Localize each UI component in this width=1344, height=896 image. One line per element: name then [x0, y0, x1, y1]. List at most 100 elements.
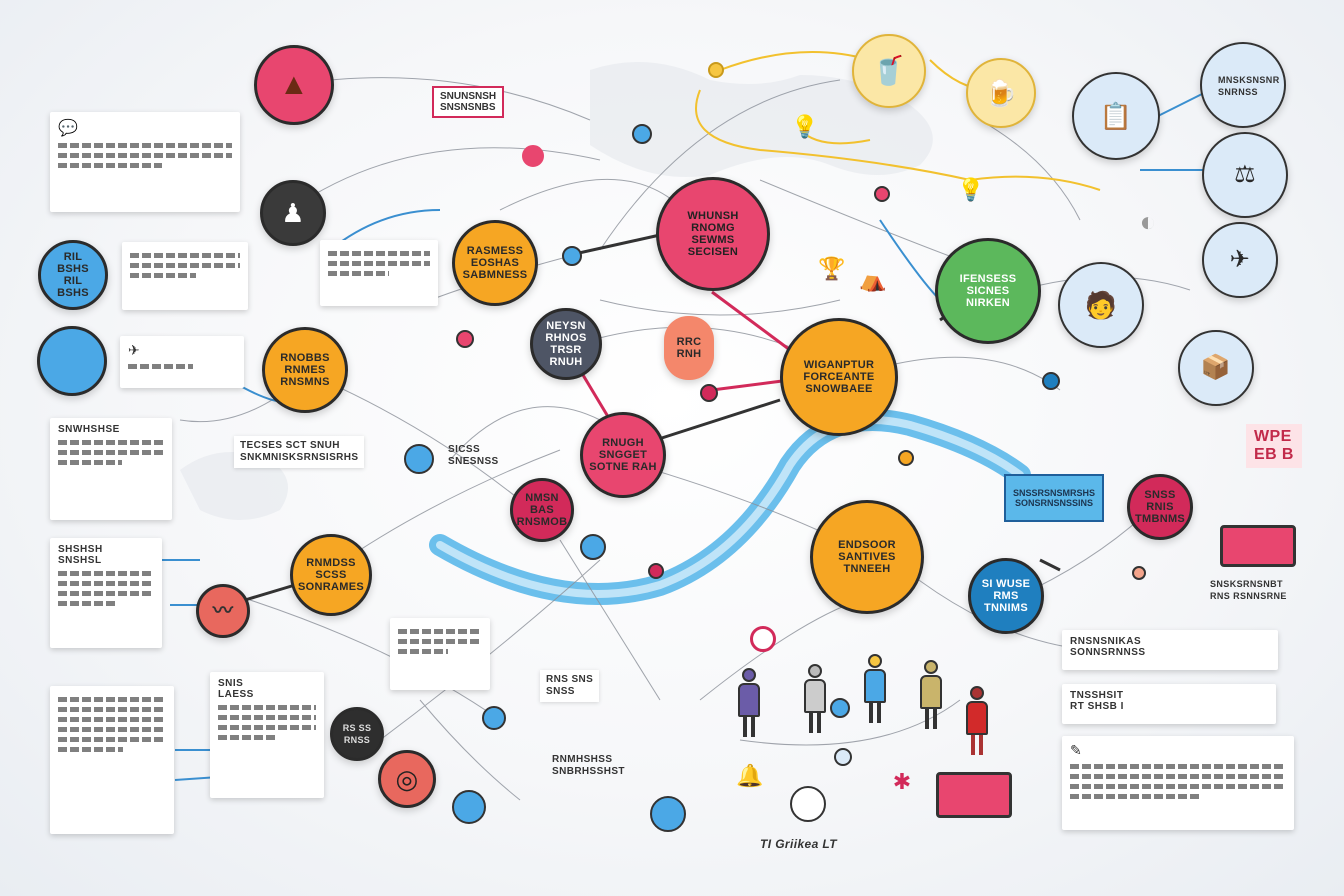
small-label-1: RNS SNS SNSS	[540, 670, 600, 702]
node-rb-5[interactable]: 🧑	[1058, 262, 1144, 348]
card-left-2	[122, 242, 248, 310]
mid-label-1: TECSES SCT SNUH SNKMNISKSRNSISRHS	[234, 436, 365, 468]
dot-4[interactable]	[456, 330, 474, 348]
chat-bubble-icon: 💬	[58, 120, 78, 137]
node-rb-6[interactable]: 📦	[1178, 330, 1254, 406]
person-figure	[966, 686, 988, 755]
bulb-icon: 💡	[791, 114, 819, 139]
bell-icon: 🔔	[736, 763, 764, 788]
node-peach-pill[interactable]: RRC RNH	[664, 316, 714, 380]
tablet-icon	[1218, 524, 1298, 568]
card-right-2-text: TNSSHSIT RT SHSB I	[1070, 690, 1124, 712]
dot-7[interactable]	[898, 450, 914, 466]
person-figure	[920, 660, 942, 729]
card-upper-mid	[320, 240, 438, 306]
scale-icon: ⚖	[1234, 161, 1256, 188]
dot-20[interactable]	[708, 62, 724, 78]
node-center-main[interactable]: WIGANPTUR FORCEANTE SNOWBAEE	[780, 318, 898, 436]
card-lower-left-2: SNIS LAESS	[210, 672, 324, 798]
node-orange-lower[interactable]: ENDSOOR SANTIVES TNNEEH	[810, 500, 924, 614]
card-left-mid: SNWHSHSE	[50, 418, 172, 520]
card-right-3: ✎	[1062, 736, 1294, 830]
puzzle-icon: ✱	[892, 769, 912, 794]
small-label-2: RNMHSHSS SNBRHSSHST	[552, 754, 625, 777]
dot-19[interactable]	[790, 786, 826, 822]
card-left-mid-header: SNWHSHSE	[58, 424, 120, 435]
node-orange-upper[interactable]: RASMESS EOSHAS SABMNESS	[452, 220, 538, 306]
dot-3[interactable]	[562, 246, 582, 266]
node-pink-small[interactable]: NMSN BAS RNSMOB	[510, 478, 574, 542]
node-rb-4[interactable]: ✈	[1202, 222, 1278, 298]
spotlight-icon: ◐	[1139, 206, 1157, 237]
laptop-icon	[934, 760, 1014, 830]
box-icon: 📦	[1200, 354, 1232, 381]
mid-label-2: SICSS SNESNSS	[448, 444, 499, 467]
card-right-2: TNSSHSIT RT SHSB I	[1062, 684, 1276, 724]
node-red-mustache[interactable]: 〰	[196, 584, 250, 638]
card-left-lower-header: SHSHSH SNSHSL	[58, 544, 103, 566]
blue-box[interactable]: SNSSRSNSMRSHS SONSRNSNSSINS	[1004, 474, 1104, 522]
top-tag: SNUNSNSH SNSNSNBS	[432, 86, 505, 118]
dot-11[interactable]	[404, 444, 434, 474]
node-rb-2[interactable]	[1200, 42, 1286, 128]
person-icon: ♟	[281, 198, 305, 228]
pencil-icon: ✎	[1070, 742, 1082, 758]
dot-5[interactable]	[700, 384, 718, 402]
cup-icon: 🥤	[871, 55, 907, 86]
dot-13[interactable]	[482, 706, 506, 730]
dot-15[interactable]	[650, 796, 686, 832]
dot-2[interactable]	[522, 145, 544, 167]
hat-icon: ▲	[279, 68, 309, 101]
node-blue-circle-left[interactable]	[37, 326, 107, 396]
card-bottom-left	[50, 686, 174, 834]
dot-10[interactable]	[1132, 566, 1146, 580]
top-right-label: MNSKSNSNR SNRNSS	[1218, 75, 1280, 97]
dot-12[interactable]	[580, 534, 606, 560]
right-label: SNSKSRNSNBT RNS RSNNSRNE	[1210, 579, 1287, 601]
card-lower-left-2-header: SNIS LAESS	[218, 678, 254, 700]
node-blue-left[interactable]: RIL BSHS RIL BSHS	[38, 240, 108, 310]
node-yellow-cup-2[interactable]: 🍺	[966, 58, 1036, 128]
node-orange-lowleft[interactable]: RNMDSS SCSS SONRAMES	[290, 534, 372, 616]
dot-6[interactable]	[874, 186, 890, 202]
dot-14[interactable]	[452, 790, 486, 824]
node-rb-1[interactable]: 📋	[1072, 72, 1160, 160]
node-dark-lower[interactable]: RS SS RNSS	[330, 707, 384, 761]
paper-plane-icon: ✈	[1229, 246, 1251, 273]
node-red-spiral[interactable]: ◎	[378, 750, 436, 808]
card-left-3: ✈	[120, 336, 244, 388]
node-crimson-right[interactable]: SNSS RNIS TMBNMS	[1127, 474, 1193, 540]
node-rb-3[interactable]: ⚖	[1202, 132, 1288, 218]
person-figure	[864, 654, 886, 723]
node-dark-icon[interactable]: ♟	[260, 180, 326, 246]
card-right-1: RNSNSNIKAS SONNSRNNSS	[1062, 630, 1278, 670]
tripod-icon: ⛺	[859, 267, 887, 292]
clipboard-icon: 📋	[1099, 101, 1133, 131]
dot-1[interactable]	[632, 124, 652, 144]
node-orange-left[interactable]: RNOBBS RNMES RNSMNS	[262, 327, 348, 413]
mustache-icon: 〰	[212, 600, 234, 622]
trophy-icon: 🏆	[818, 256, 846, 281]
person-figure	[738, 668, 760, 737]
dot-18[interactable]	[834, 748, 852, 766]
node-slate-mid[interactable]: NEYSN RHNOS TRSR RNUH	[530, 308, 602, 380]
node-teal-right[interactable]: SI WUSE RMS TNNIMS	[968, 558, 1044, 634]
worker-icon: 🧑	[1084, 290, 1118, 320]
drink-icon: 🍺	[984, 78, 1018, 108]
node-pink-icon-top[interactable]: ▲	[254, 45, 334, 125]
card-center-lower	[390, 618, 490, 690]
card-right-1-text: RNSNSNIKAS SONNSRNNSS	[1070, 636, 1146, 658]
dot-16[interactable]	[750, 626, 776, 652]
dot-9[interactable]	[1042, 372, 1060, 390]
person-figure	[804, 664, 826, 733]
dot-8[interactable]	[648, 563, 664, 579]
node-pink-top[interactable]: WHUNSH RNOMG SEWMS SECISEN	[656, 177, 770, 291]
red-note: WPE EB B	[1246, 424, 1302, 468]
bird-icon: ✈	[128, 342, 140, 358]
node-pink-mid[interactable]: RNUGH SNGGET SOTNE RAH	[580, 412, 666, 498]
dot-17[interactable]	[830, 698, 850, 718]
lamp-icon: 💡	[957, 177, 985, 202]
node-yellow-cup-1[interactable]: 🥤	[852, 34, 926, 108]
node-green-right[interactable]: IFENSESS SICNES NIRKEN	[935, 238, 1041, 344]
